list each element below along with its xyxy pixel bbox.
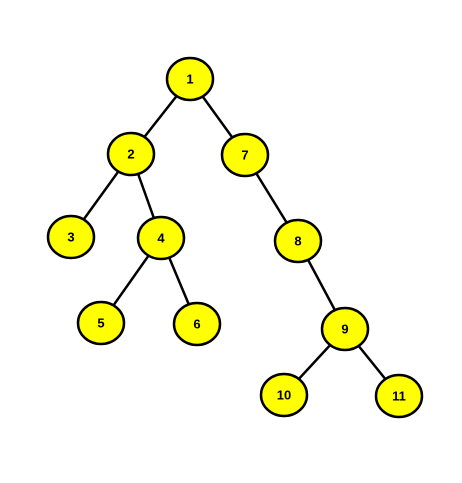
tree-node-label: 5 <box>97 316 104 331</box>
tree-node-label: 3 <box>67 230 74 245</box>
tree-node-label: 8 <box>294 234 301 249</box>
tree-node-label: 7 <box>241 148 248 163</box>
tree-node-8: 8 <box>273 218 323 264</box>
tree-node-circle <box>220 132 270 178</box>
tree-node-circle <box>46 214 96 260</box>
tree-node-label: 10 <box>277 388 291 403</box>
tree-node-circle <box>273 218 323 264</box>
tree-node-circle <box>165 56 215 102</box>
tree-node-11: 11 <box>374 373 424 419</box>
tree-node-circle <box>172 301 222 347</box>
tree-nodes: 1 2 3 4 5 6 7 8 9 10 11 <box>46 56 424 419</box>
tree-node-circle <box>320 306 370 352</box>
tree-node-7: 7 <box>220 132 270 178</box>
tree-node-2: 2 <box>106 131 156 177</box>
tree-node-6: 6 <box>172 301 222 347</box>
tree-node-circle <box>136 215 186 261</box>
tree-node-circle <box>374 373 424 419</box>
tree-node-9: 9 <box>320 306 370 352</box>
tree-node-5: 5 <box>76 300 126 346</box>
tree-node-label: 6 <box>193 317 200 332</box>
tree-node-label: 11 <box>392 389 406 404</box>
tree-node-4: 4 <box>136 215 186 261</box>
tree-node-label: 1 <box>186 72 193 87</box>
tree-node-circle <box>76 300 126 346</box>
tree-node-1: 1 <box>165 56 215 102</box>
tree-node-circle <box>259 372 309 418</box>
tree-node-3: 3 <box>46 214 96 260</box>
tree-node-label: 4 <box>157 231 165 246</box>
tree-node-label: 2 <box>127 147 134 162</box>
tree-node-circle <box>106 131 156 177</box>
tree-node-10: 10 <box>259 372 309 418</box>
tree-node-label: 9 <box>341 322 348 337</box>
